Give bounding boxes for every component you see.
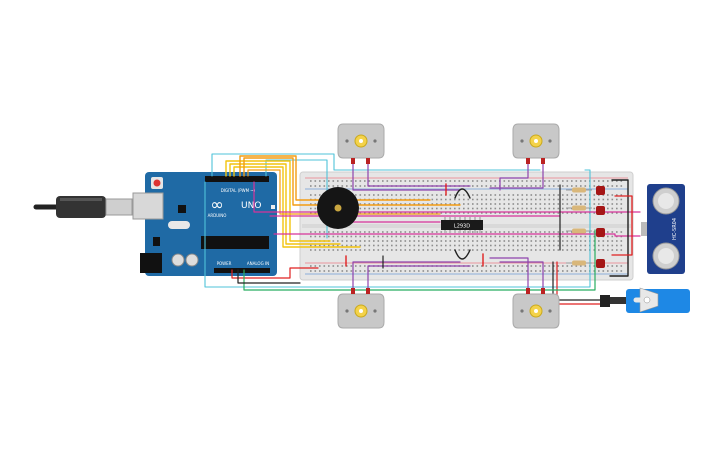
wire-black-1 (454, 188, 471, 199)
wire-green-1 (243, 229, 596, 291)
analog-header-label: ANALOG IN (247, 261, 269, 266)
l293d-label: L293D (454, 224, 470, 230)
motor-top-right[interactable] (512, 123, 560, 164)
wire-black-2 (454, 249, 471, 260)
resistor-3 (566, 228, 592, 234)
motor-bottom-right[interactable] (512, 288, 560, 329)
wire-black-3 (609, 179, 629, 277)
led-2 (596, 206, 605, 215)
wire-red-2 (611, 195, 633, 256)
power-header-label: POWER (217, 261, 232, 266)
wires (204, 153, 641, 305)
led-4 (596, 259, 605, 268)
arduino-logo-icon: ∞ (210, 195, 223, 214)
wire-purple-8 (499, 261, 544, 294)
power-analog-header (214, 268, 270, 273)
digital-header-label: DIGITAL (PWM ~) (221, 188, 256, 193)
led-3 (596, 228, 605, 237)
ultrasonic-label: HC-SR04 (672, 218, 678, 240)
usb-cable (33, 196, 133, 218)
wire-red-3 (231, 267, 319, 279)
wire-cyan-2 (204, 169, 591, 288)
resistors (566, 187, 592, 266)
motor-top-left[interactable] (337, 123, 385, 164)
digital-header (205, 176, 269, 182)
atmega-chip (201, 236, 269, 249)
resistor-1 (566, 187, 592, 193)
wire-purple-2 (367, 162, 471, 187)
wire-yellow-1 (225, 160, 331, 242)
wire-purple-4 (489, 162, 544, 189)
motor-bottom-left[interactable] (337, 288, 385, 329)
wire-purple-7 (489, 257, 529, 294)
wire-purple-3 (499, 162, 529, 191)
arduino-model: UNO (241, 201, 261, 211)
led-1 (596, 186, 605, 195)
wire-yellow-3 (233, 166, 361, 248)
wire-purple-5 (352, 261, 461, 294)
wire-yellow-2 (229, 163, 341, 245)
servo-motor[interactable] (600, 287, 690, 313)
l293d-driver-chip[interactable]: L293D (441, 217, 483, 233)
wire-cyan-1 (211, 153, 541, 177)
wire-purple-1 (352, 162, 461, 191)
ultrasonic-sensor[interactable]: HC-SR04 (641, 184, 685, 274)
arduino-brand: ARDUINO (208, 213, 227, 218)
arduino-uno[interactable]: DIGITAL (PWM ~) ∞ UNO ARDUINO POWER ANAL… (132, 172, 277, 276)
piezo-buzzer[interactable] (317, 187, 359, 229)
resistor-2 (566, 205, 592, 211)
resistor-4 (566, 260, 592, 266)
wire-purple-6 (367, 265, 471, 294)
wire-black-6 (237, 269, 301, 284)
leds[interactable] (596, 186, 605, 268)
wire-magenta-1 (253, 181, 641, 213)
